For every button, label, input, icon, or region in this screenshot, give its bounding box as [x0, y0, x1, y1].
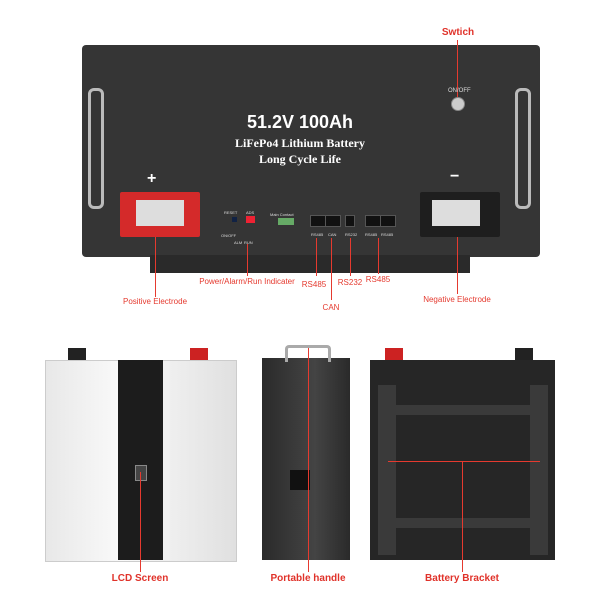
power-switch[interactable]	[451, 97, 465, 111]
ads-dip-switch[interactable]	[246, 216, 255, 223]
rs232-callout: RS232	[337, 278, 363, 287]
rs485-callout-2: RS485	[365, 275, 391, 284]
bracket-left	[378, 385, 396, 555]
portable-handle-label: Portable handle	[270, 573, 346, 584]
plus-sign: +	[147, 170, 157, 187]
battery-bracket-label: Battery Bracket	[425, 573, 499, 584]
main-contact-label: Main Contact	[270, 212, 294, 217]
negative-callout: Negative Electrode	[423, 295, 491, 304]
port-rs485-3	[380, 215, 396, 227]
minus-sign: −	[450, 168, 460, 185]
port-rs232	[345, 215, 355, 227]
base	[150, 255, 470, 273]
main-contact-connector	[278, 218, 294, 225]
indicator-callout: Power/Alarm/Run Indicater	[199, 277, 295, 286]
reset-button[interactable]	[232, 217, 237, 222]
bracket-right	[530, 385, 548, 555]
lcd-screen-label: LCD Screen	[111, 573, 169, 584]
lcd-screen	[135, 465, 147, 481]
can-callout: CAN	[322, 303, 340, 312]
indicator-alm: ALM	[234, 240, 243, 245]
rs485-callout: RS485	[301, 280, 327, 289]
port-label: RS485	[365, 232, 378, 237]
subtitle-1: LiFePo4 Lithium Battery	[235, 136, 365, 150]
left-handle	[88, 88, 104, 209]
ads-label: ADS	[246, 210, 255, 215]
port-label: RS485	[311, 232, 324, 237]
port-label: RS485	[381, 232, 394, 237]
right-handle	[515, 88, 531, 209]
negative-terminal	[420, 192, 500, 237]
port-rs485-1	[310, 215, 326, 227]
side-view	[262, 358, 350, 560]
portable-handle	[285, 345, 331, 362]
positive-callout: Positive Electrode	[122, 297, 188, 306]
port-can	[325, 215, 341, 227]
subtitle-2: Long Cycle Life	[259, 152, 341, 166]
switch-label: Swtich	[441, 27, 475, 38]
reset-label: RESET	[224, 210, 238, 215]
indicator-on-off: ON/OFF	[221, 233, 237, 238]
port-label: CAN	[328, 232, 337, 237]
on-off-label: ON/OFF	[448, 88, 471, 94]
positive-terminal	[120, 192, 200, 237]
indicator-run: RUN	[244, 240, 253, 245]
port-rs485-2	[365, 215, 381, 227]
port-label: RS232	[345, 232, 358, 237]
title: 51.2V 100Ah	[246, 112, 354, 132]
